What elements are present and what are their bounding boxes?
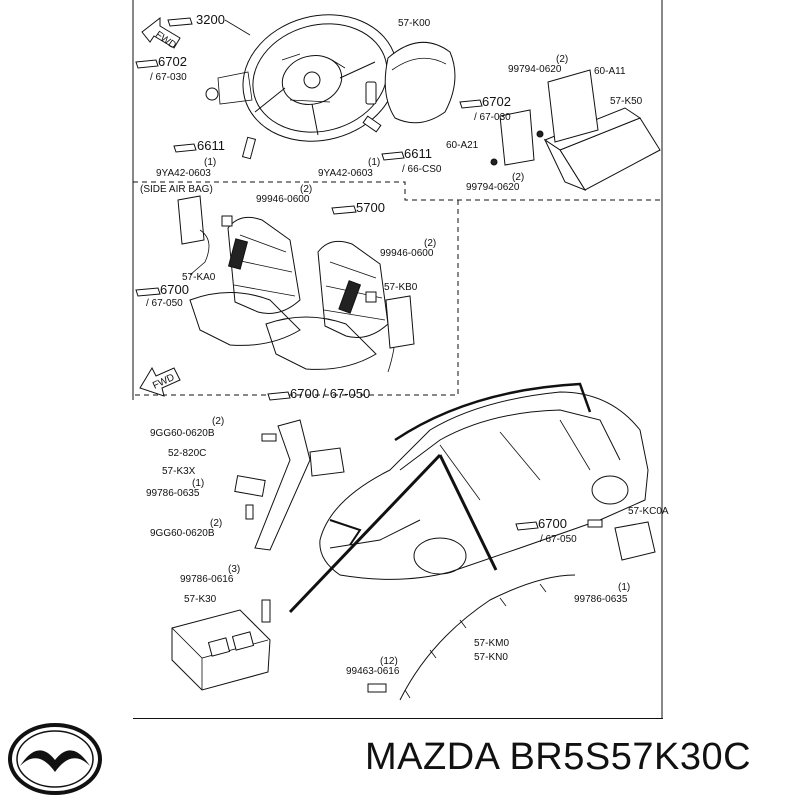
bolt-99946-b: 99946-0600: [380, 248, 434, 259]
qty-99786-616: (3): [228, 564, 240, 575]
callout-57kc0a: 57-KC0A: [628, 506, 669, 517]
callout-57k50: 57-K50: [610, 96, 643, 107]
bolt-99786-616: 99786-0616: [180, 574, 234, 585]
bolt-9ya-right: 9YA42-0603: [318, 168, 373, 179]
section-divider-top: [133, 181, 662, 201]
footer-divider: [133, 718, 663, 719]
sensor-57kc0a: [614, 521, 656, 561]
bolt-99786-a: 99786-0635: [146, 488, 200, 499]
callout-6700-right: 6700: [538, 516, 567, 531]
callout-60a21: 60-A21: [446, 140, 479, 151]
pointer-line-sensor: [329, 519, 362, 546]
curtain-airbag-top: [394, 382, 592, 442]
bolt-9gg-a: 9GG60-0620B: [150, 428, 215, 439]
clock-spring: [217, 71, 253, 105]
bolt-99463: [367, 683, 387, 693]
curtain-airbag-lower: [399, 574, 576, 701]
bolt-99946-a: 99946-0600: [256, 194, 310, 205]
bolt-left-wheel: [241, 136, 257, 160]
bolt-right-wheel: [362, 115, 382, 133]
passenger-airbag-group: [490, 69, 661, 192]
control-module-57k30: [171, 599, 271, 691]
callout-67050-right: / 67-050: [540, 534, 577, 545]
front-sensor-bracket: [234, 419, 345, 551]
bolt-9gg-b: 9GG60-0620B: [150, 528, 215, 539]
callout-57k3x: 57-K3X: [162, 466, 196, 477]
driver-airbag-module: [384, 41, 456, 124]
callout-67030-right: / 67-030: [474, 112, 511, 123]
callout-60a11: 60-A11: [594, 66, 626, 77]
bolt-99463-label: 99463-0616: [346, 666, 400, 677]
sensor-57k3x: [234, 475, 266, 497]
callout-57ka0: 57-KA0: [182, 272, 216, 283]
qty-99786-b: (1): [618, 582, 630, 593]
nut-99946-b: [365, 291, 377, 303]
callout-labels: 3200 6702 / 67-030 6611 (1) 9YA42-0603 5…: [140, 12, 669, 677]
part-number-title: MAZDA BR5S57K30C: [365, 736, 752, 778]
callout-5700: 5700: [356, 200, 385, 215]
bracket-60a11: [547, 69, 599, 143]
callout-6702-right: 6702: [482, 94, 511, 109]
side-airbag-strip-right: [338, 280, 362, 314]
bolt-99794-bot: 99794-0620: [466, 182, 520, 193]
seat-left: [189, 216, 301, 346]
qty-99946-b: (2): [424, 238, 436, 249]
callout-57kn0: 57-KN0: [474, 652, 508, 663]
fwd-arrow-mid-icon: FWD: [139, 366, 181, 397]
qty-9ya-left: (1): [204, 157, 216, 168]
steering-wheel-group: [205, 14, 398, 142]
callout-57k00: 57-K00: [398, 18, 431, 29]
bolt-9ya-left: 9YA42-0603: [156, 168, 211, 179]
callout-6700-bottom: 6700 / 67-050: [290, 386, 370, 401]
qty-9gg-b: (2): [210, 518, 222, 529]
callout-67030-top: / 67-030: [150, 72, 187, 83]
side-airbag-title: (SIDE AIR BAG): [140, 184, 213, 195]
side-airbag-module-57ka0: [177, 195, 205, 245]
car-outline: [319, 391, 649, 580]
callout-6702-top: 6702: [158, 54, 187, 69]
qty-99786-a: (1): [192, 478, 204, 489]
nut-99946-a: [221, 215, 233, 227]
qty-99794-bot: (2): [512, 172, 524, 183]
callout-6700-left: 6700: [160, 282, 189, 297]
callout-57k30: 57-K30: [184, 594, 217, 605]
bracket-60a21: [499, 109, 535, 166]
bolt-99786-b: 99786-0635: [574, 594, 628, 605]
section-divider-side: [133, 200, 459, 396]
side-airbag-strip-left: [227, 238, 249, 270]
callout-6611-left: 6611: [197, 138, 225, 153]
callout-52820c: 52-820C: [168, 448, 206, 459]
side-airbag-module-57kb0: [385, 295, 415, 349]
qty-9gg-a: (2): [212, 416, 224, 427]
qty-99463: (12): [380, 656, 398, 667]
qty-99794-top: (2): [556, 54, 568, 65]
callout-6611-right: 6611: [404, 146, 432, 161]
mazda-logo-icon: [8, 723, 102, 795]
pointer-line-dcu: [288, 453, 442, 614]
qty-9ya-right: (1): [368, 157, 380, 168]
callout-57km0: 57-KM0: [474, 638, 509, 649]
callout-3200: 3200: [196, 12, 225, 27]
hand-pointer-icons: [135, 17, 539, 531]
callout-66cs0: / 66-CS0: [402, 164, 442, 175]
bolt-99794-top: 99794-0620: [508, 64, 562, 75]
pointer-line-curtain: [438, 454, 498, 571]
callout-57kb0: 57-KB0: [384, 282, 418, 293]
callout-67050-left: / 67-050: [146, 298, 183, 309]
qty-99946-a: (2): [300, 184, 312, 195]
seat-right: [265, 240, 389, 370]
